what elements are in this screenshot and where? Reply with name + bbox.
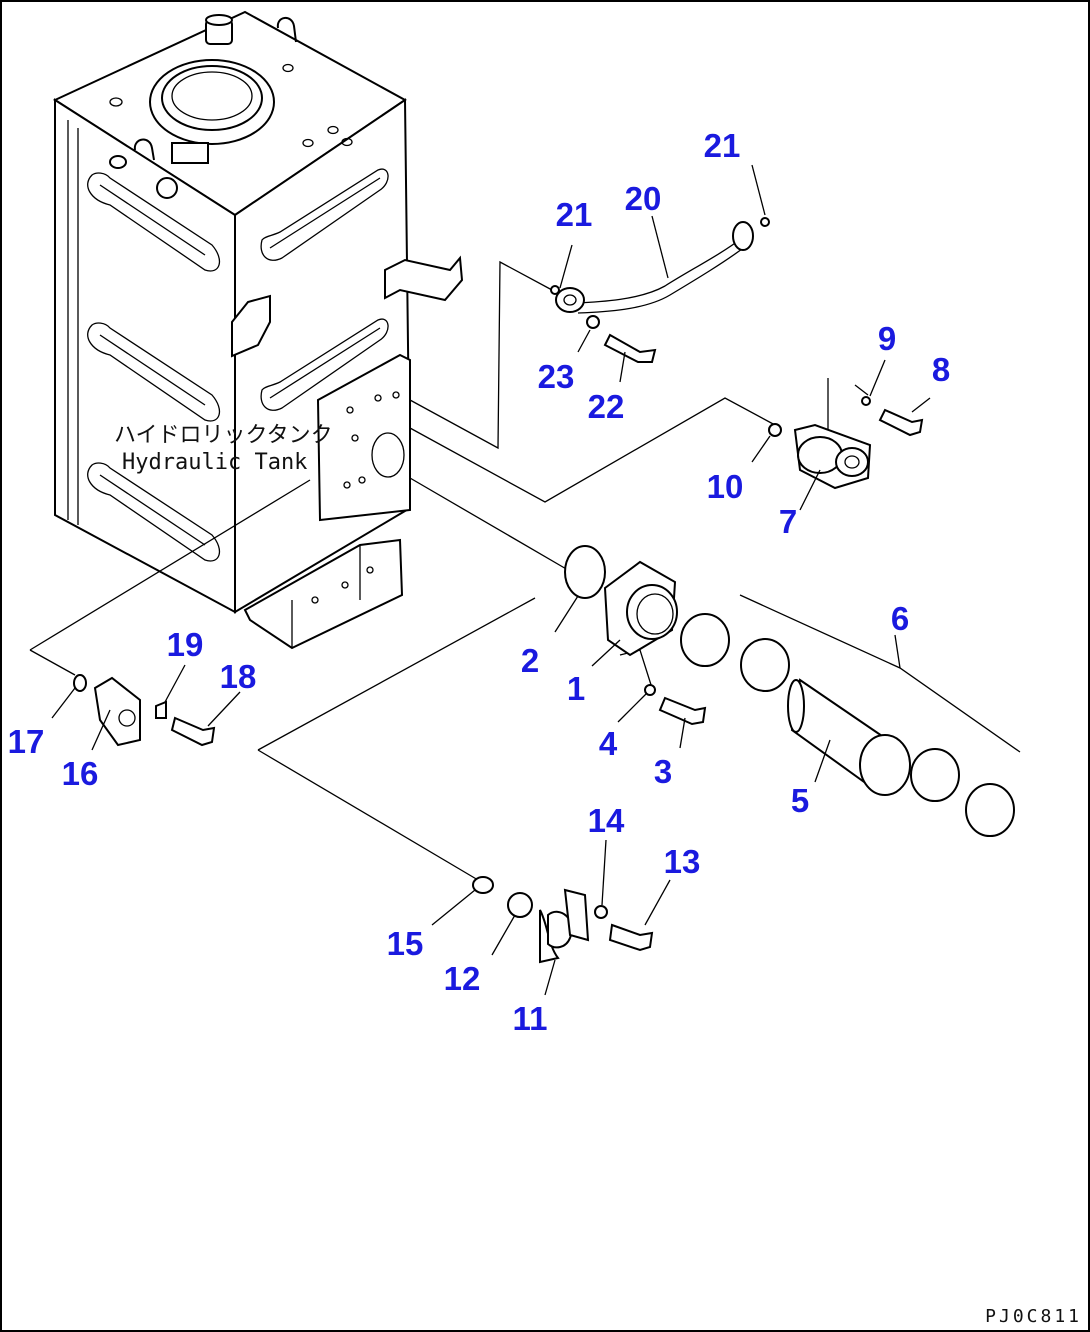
split-clamp [472,876,654,964]
callout-8: 8 [932,351,950,388]
leader-lines [51,164,931,996]
callout-19: 19 [167,626,204,663]
callout-20: 20 [625,180,662,217]
outlet-flange [564,545,707,726]
callout-17: 17 [8,723,45,760]
callout-14: 14 [588,802,625,839]
small-flange [73,674,216,747]
callout-12: 12 [444,960,481,997]
callout-22: 22 [588,388,625,425]
callout-2: 2 [521,642,539,679]
callout-1: 1 [567,670,585,707]
callout-21-left: 21 [556,196,593,233]
callout-13: 13 [664,843,701,880]
callout-4: 4 [599,725,618,762]
tank-label-japanese: ハイドロリックタンク [114,423,333,448]
hydraulic-tank: ハイドロリックタンク Hydraulic Tank [52,10,464,650]
callout-6: 6 [891,600,909,637]
drawing-code: PJ0C811 [985,1306,1082,1327]
callout-15: 15 [387,925,424,962]
flange-elbow [768,396,924,490]
callout-5: 5 [791,782,809,819]
callout-numbers: 1 2 3 4 5 6 7 8 9 10 11 12 13 14 15 16 1… [8,127,951,1037]
callout-9: 9 [878,320,896,357]
callout-21-right: 21 [704,127,741,164]
callout-3: 3 [654,753,672,790]
pipe-assembly [550,217,770,363]
callout-16: 16 [62,755,99,792]
callout-10: 10 [707,468,744,505]
callout-18: 18 [220,658,257,695]
callout-23: 23 [538,358,575,395]
callout-11: 11 [513,1000,548,1037]
callout-7: 7 [779,503,797,540]
hose-and-clamps [680,594,1021,837]
tank-label-english: Hydraulic Tank [122,450,307,475]
